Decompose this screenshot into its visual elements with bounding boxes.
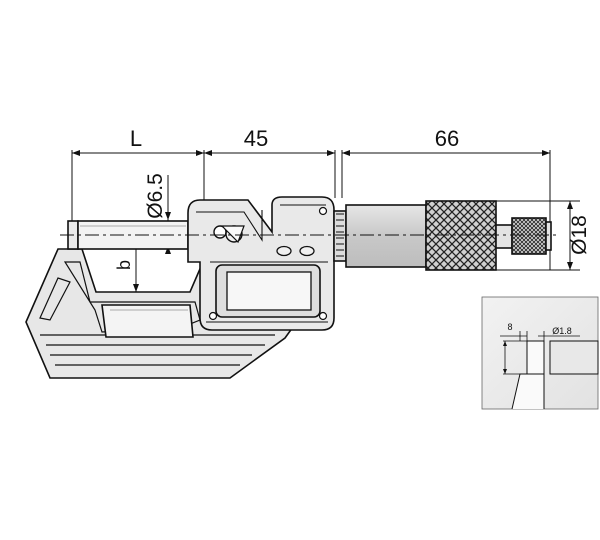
dimension-lines [71, 150, 551, 270]
ratchet-stop[interactable] [495, 217, 552, 255]
detail-dim-dia-label: Ø1.8 [552, 326, 572, 336]
button-right[interactable] [299, 245, 315, 257]
throat-depth-label: b [114, 260, 134, 270]
knurled-thimble[interactable] [425, 200, 497, 271]
spindle-diameter-label: Ø6.5 [144, 173, 167, 219]
display-screen [215, 264, 321, 318]
button-left[interactable] [276, 245, 292, 257]
micrometer-frame [25, 248, 300, 379]
detail-dim-8-label: 8 [507, 322, 512, 332]
dimension-l-label: L [130, 126, 142, 151]
tip-detail-inset [481, 296, 599, 410]
thimble-diameter-label: Ø18 [568, 215, 591, 255]
control-buttons [276, 245, 315, 257]
dimension-45-label: 45 [244, 126, 268, 151]
sleeve [333, 204, 427, 268]
dimension-66-label: 66 [435, 126, 459, 151]
thimble-diameter-dimension [494, 200, 580, 271]
